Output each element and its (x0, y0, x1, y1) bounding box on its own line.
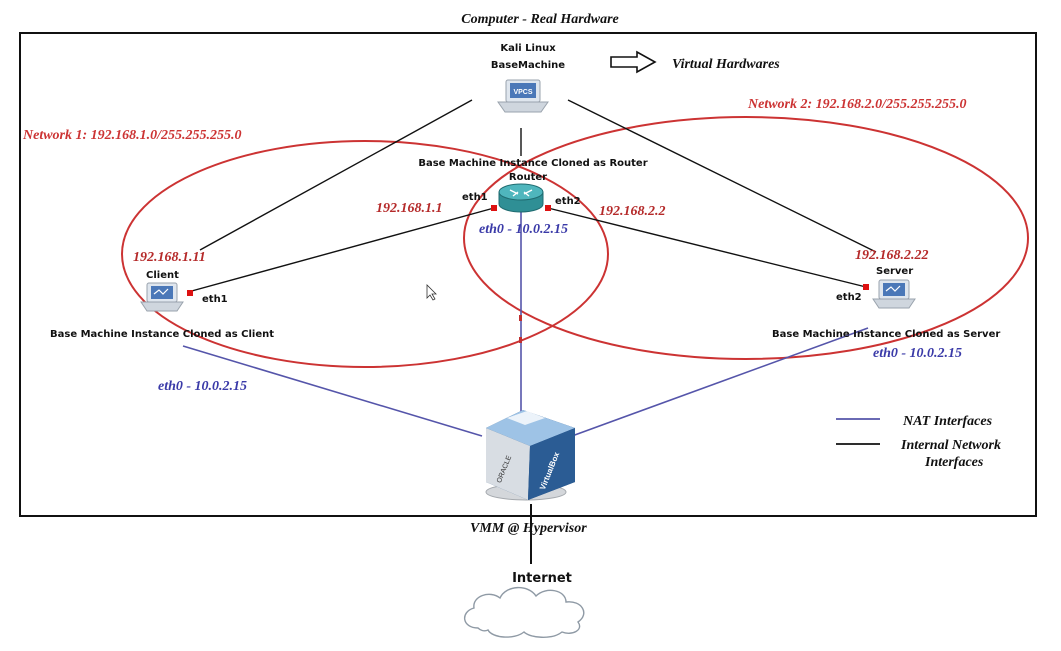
internet-label: Internet (512, 571, 572, 586)
client-caption: Base Machine Instance Cloned as Client (50, 329, 274, 340)
link-client-router (187, 207, 495, 293)
server-eth2-port (863, 284, 869, 290)
router-eth1-ip: 192.168.1.1 (376, 201, 443, 216)
mouse-cursor-icon (426, 284, 437, 301)
router-eth2-label: eth2 (555, 196, 581, 207)
internet-cloud-icon (464, 586, 585, 638)
real-hardware-frame (19, 32, 1037, 517)
client-eth1-label: eth1 (202, 294, 228, 305)
kali-computer-icon: VPCS (497, 79, 549, 113)
server-name: Server (876, 266, 913, 277)
nat-server-hypervisor (571, 327, 869, 437)
virtualbox-hypervisor-icon: ORACLE VirtualBox (485, 410, 575, 501)
router-eth1-port (491, 205, 497, 211)
legend-internal-label-line1: Internal Network (900, 438, 1001, 453)
internal-links (187, 99, 877, 293)
client-eth1-port (187, 290, 193, 296)
legend-nat-label: NAT Interfaces (902, 414, 993, 429)
svg-text:VPCS: VPCS (513, 89, 532, 96)
router-caption: Base Machine Instance Cloned as Router (418, 158, 647, 169)
router-eth2-ip: 192.168.2.2 (599, 204, 666, 219)
server-computer-icon (872, 279, 916, 309)
client-ip: 192.168.1.11 (133, 250, 206, 265)
kali-label-line1: Kali Linux (500, 43, 556, 54)
network1-ellipse (121, 140, 609, 368)
client-eth0-label: eth0 - 10.0.2.15 (158, 379, 247, 394)
nat-marks (519, 315, 522, 343)
link-kali-server (567, 99, 877, 253)
client-name: Client (146, 270, 179, 281)
virtual-hardwares-label: Virtual Hardwares (672, 57, 780, 72)
server-eth0-label: eth0 - 10.0.2.15 (873, 346, 962, 361)
network1-label: Network 1: 192.168.1.0/255.255.255.0 (22, 128, 242, 143)
legend-internal-label-line2: Interfaces (924, 455, 984, 470)
link-kali-client (199, 99, 473, 251)
hypervisor-label: VMM @ Hypervisor (470, 521, 587, 536)
server-eth2-label: eth2 (836, 292, 862, 303)
nat-links (182, 212, 869, 437)
link-router-server (547, 207, 867, 288)
router-name: Router (509, 172, 547, 183)
client-computer-icon (140, 282, 184, 312)
server-ip: 192.168.2.22 (855, 248, 929, 263)
nat-client-hypervisor (182, 345, 483, 437)
router-eth1-label: eth1 (462, 192, 488, 203)
kali-label-line2: BaseMachine (491, 60, 565, 71)
server-caption: Base Machine Instance Cloned as Server (772, 329, 1000, 340)
legend: NAT Interfaces Internal Network Interfac… (836, 414, 1001, 470)
router-eth0-label: eth0 - 10.0.2.15 (479, 222, 568, 237)
virtual-hardwares-arrow-icon (610, 50, 657, 74)
router-eth2-port (545, 205, 551, 211)
router-icon (498, 183, 544, 213)
network2-label: Network 2: 192.168.2.0/255.255.255.0 (747, 97, 967, 112)
diagram-title: Computer - Real Hardware (461, 12, 619, 27)
network2-ellipse (463, 116, 1029, 360)
